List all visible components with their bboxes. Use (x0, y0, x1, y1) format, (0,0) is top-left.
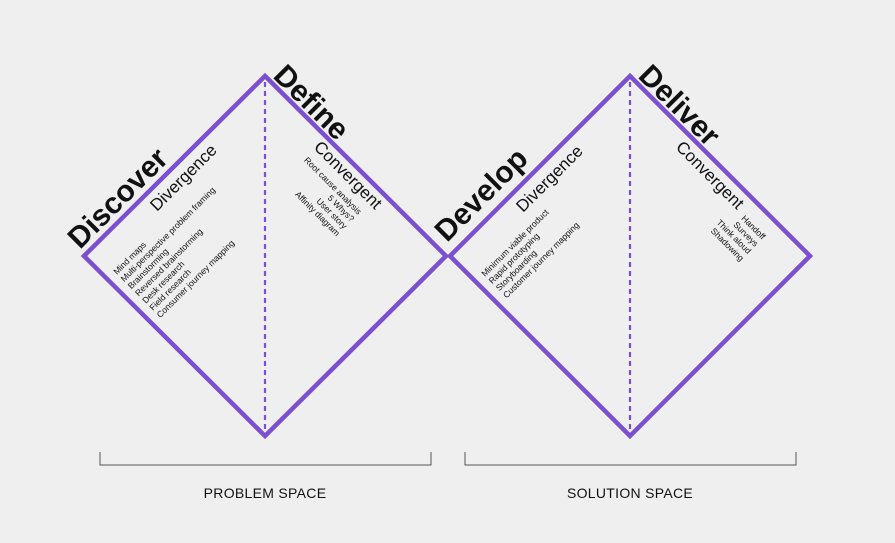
solution-space-label: SOLUTION SPACE (567, 485, 693, 501)
right-convergent-label: Convergent (672, 137, 748, 213)
solution-space-bracket (464, 452, 797, 466)
define-title: Define (267, 59, 355, 147)
solution-diamond (446, 72, 814, 440)
deliver-title: Deliver (632, 59, 726, 153)
problem-diamond (80, 72, 450, 440)
problem-space-label: PROBLEM SPACE (204, 485, 327, 501)
problem-space-bracket (99, 452, 432, 466)
right-divergence-label: Divergence (512, 142, 586, 216)
